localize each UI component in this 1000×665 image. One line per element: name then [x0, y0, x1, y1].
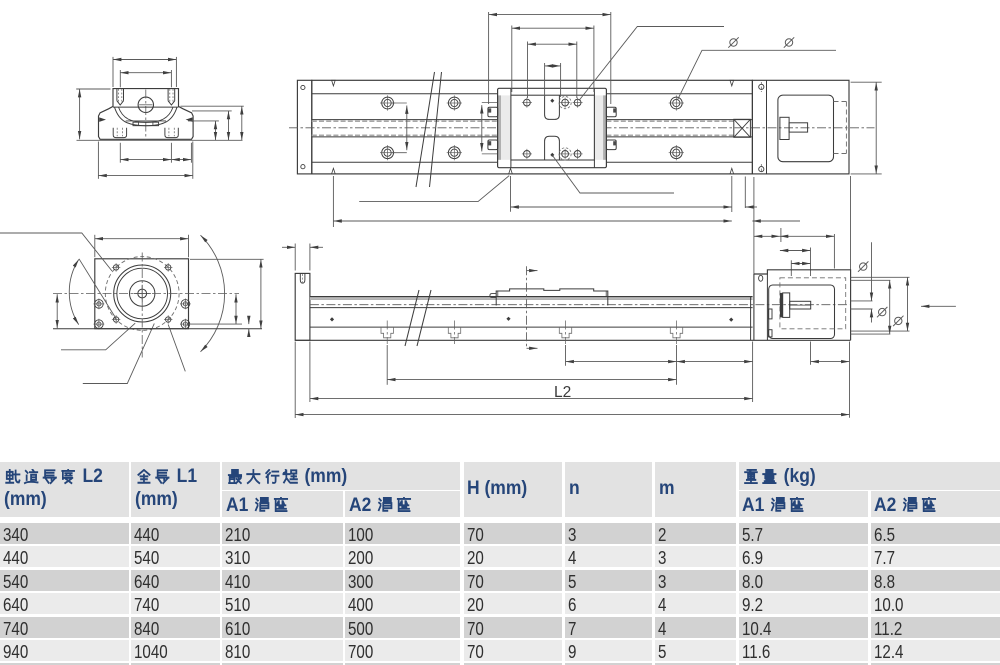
svg-text:L2: L2 — [554, 384, 571, 401]
